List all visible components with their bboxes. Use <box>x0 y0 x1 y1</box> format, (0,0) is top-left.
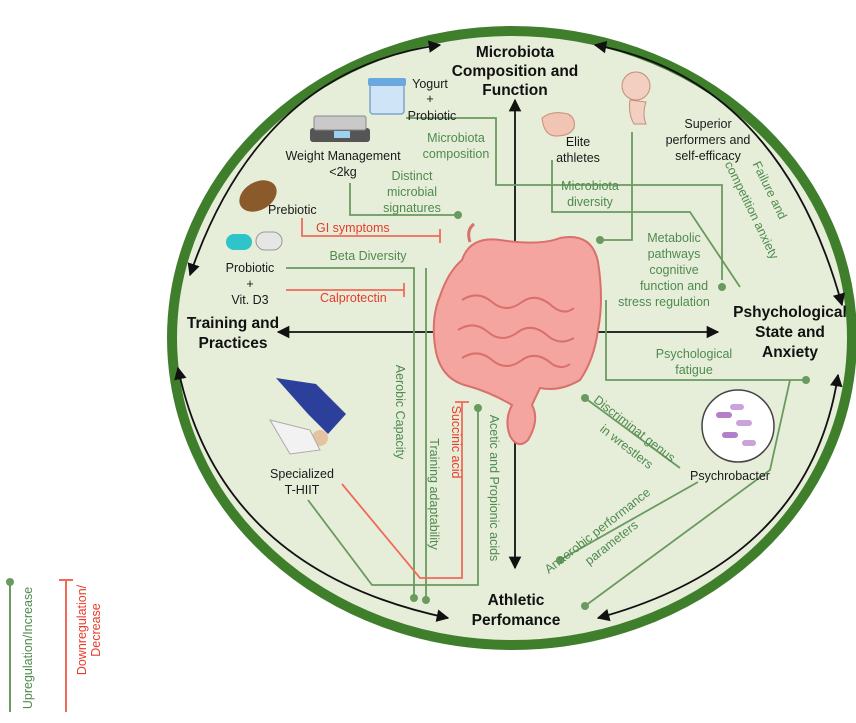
heading-athletic-1: Athletic <box>488 592 545 609</box>
heading-psych-1: Pshychological <box>733 304 847 321</box>
effect-calprotectin: Calprotectin <box>320 291 387 305</box>
label-yogurt-3: Probiotic <box>408 109 457 123</box>
legend-up-label: Upregulation/Increase <box>21 587 35 709</box>
label-yogurt-2: + <box>426 92 433 106</box>
effect-metabolic-5: stress regulation <box>618 295 710 309</box>
legend-up-dot <box>6 578 14 586</box>
legend: Upregulation/Increase Downregulation/ De… <box>6 578 103 712</box>
effect-psych-fatigue-2: fatigue <box>675 363 713 377</box>
heading-microbiota-3: Function <box>482 82 547 99</box>
label-weight-2: <2kg <box>329 165 357 179</box>
effect-metabolic-4: function and <box>640 279 708 293</box>
effect-distinct-2: microbial <box>387 185 437 199</box>
effect-distinct-1: Distinct <box>392 169 434 183</box>
label-thiit-2: T-HIIT <box>285 483 320 497</box>
effect-psych-fatigue-1: Psychological <box>656 347 732 361</box>
effect-acetic: Acetic and Propionic acids <box>487 415 501 562</box>
label-prebiotic: Prebiotic <box>268 203 317 217</box>
label-probiotic-3: Vit. D3 <box>231 293 268 307</box>
label-probiotic-2: + <box>246 277 253 291</box>
yogurt-icon <box>368 78 406 114</box>
effect-microbiota-div-2: diversity <box>567 195 614 209</box>
effect-metabolic-3: cognitive <box>649 263 698 277</box>
effect-metabolic-1: Metabolic <box>647 231 701 245</box>
effect-microbiota-comp-1: Microbiota <box>427 131 485 145</box>
heading-athletic-2: Perfomance <box>472 612 561 629</box>
label-elite-1: Elite <box>566 135 590 149</box>
label-psychrobacter: Psychrobacter <box>690 469 770 483</box>
label-thiit-1: Specialized <box>270 467 334 481</box>
label-probiotic-1: Probiotic <box>226 261 275 275</box>
label-superior-1: Superior <box>684 117 731 131</box>
legend-down-label-1: Downregulation/ <box>75 584 89 675</box>
label-superior-2: performers and <box>666 133 751 147</box>
effect-aerobic: Aerobic Capacity <box>393 365 407 460</box>
heading-microbiota-2: Composition and <box>452 63 579 80</box>
scale-icon <box>310 116 370 142</box>
effect-metabolic-2: pathways <box>648 247 701 261</box>
effect-gi-symptoms: GI symptoms <box>316 221 390 235</box>
label-weight-1: Weight Management <box>285 149 401 163</box>
effect-microbiota-div-1: Microbiota <box>561 179 619 193</box>
heading-training-1: Training and <box>187 315 279 332</box>
heading-training-2: Practices <box>199 335 268 352</box>
effect-distinct-3: signatures <box>383 201 441 215</box>
arm-icon <box>542 113 574 136</box>
legend-down-label-2: Decrease <box>89 603 103 657</box>
effect-beta-diversity: Beta Diversity <box>329 249 407 263</box>
effect-training-adapt: Training adaptability <box>427 438 441 550</box>
heading-psych-2: State and <box>755 324 825 341</box>
heading-microbiota-1: Microbiota <box>476 44 555 61</box>
label-elite-2: athletes <box>556 151 600 165</box>
bacteria-icon <box>702 390 774 462</box>
label-yogurt-1: Yogurt <box>412 77 448 91</box>
effect-microbiota-comp-2: composition <box>423 147 490 161</box>
effect-succinic: Succinic acid <box>449 406 463 479</box>
heading-psych-3: Anxiety <box>762 344 818 361</box>
